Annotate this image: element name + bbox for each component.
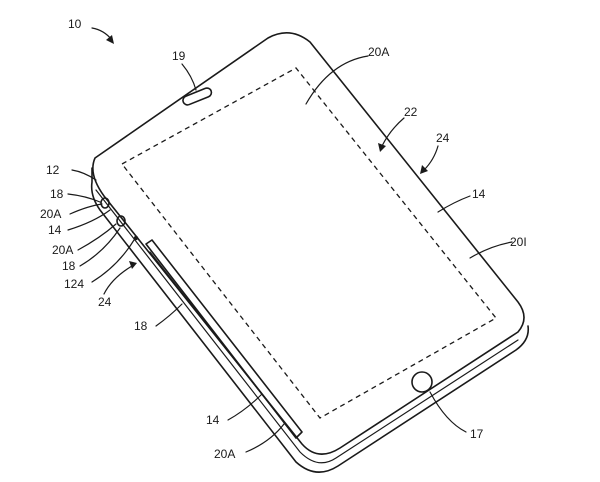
label-19: 19 <box>172 49 186 63</box>
side-component-dot <box>133 235 139 241</box>
label-18-upper: 18 <box>50 187 64 201</box>
label-14-left: 14 <box>48 223 62 237</box>
leader-24-right <box>423 145 439 171</box>
leader-12 <box>71 169 97 181</box>
leader-18-upper <box>67 193 101 203</box>
label-18-lower: 18 <box>134 319 148 333</box>
label-14-bottom: 14 <box>206 413 220 427</box>
leader-20A-top <box>305 55 369 105</box>
leader-20A-mid <box>77 223 117 251</box>
label-124: 124 <box>64 277 84 291</box>
label-24-left: 24 <box>98 295 112 309</box>
label-12: 12 <box>46 163 60 177</box>
label-20I: 20I <box>510 235 527 249</box>
leader-18-mid <box>79 227 121 267</box>
leader-20A-left <box>69 203 103 215</box>
arrowhead-24-right <box>420 165 428 174</box>
label-17: 17 <box>470 427 484 441</box>
side-button-upper <box>100 197 110 209</box>
label-20A-bottom: 20A <box>214 447 235 461</box>
leader-14-right <box>437 195 471 213</box>
arrowhead-22 <box>378 143 386 152</box>
leader-18-lower <box>155 303 183 327</box>
display-active-area <box>121 67 497 419</box>
leader-14-left <box>67 209 111 231</box>
label-20A-top: 20A <box>368 45 389 59</box>
label-14-right: 14 <box>472 187 486 201</box>
label-10: 10 <box>68 17 82 31</box>
label-22: 22 <box>404 105 418 119</box>
leader-20I <box>469 241 513 259</box>
leader-20A-bottom <box>245 423 285 453</box>
arrowhead-24-left <box>129 261 137 269</box>
leader-17 <box>429 391 467 433</box>
device-side-wall <box>90 167 530 473</box>
leader-22 <box>381 117 405 147</box>
long-side-button-inner <box>149 251 291 431</box>
side-button-lower <box>116 215 126 227</box>
leader-24-left <box>103 265 133 295</box>
device-side-edge-line <box>95 189 519 464</box>
home-button-outer <box>411 371 433 393</box>
long-side-button <box>145 239 303 439</box>
leader-19 <box>181 63 197 91</box>
label-18-mid: 18 <box>62 259 76 273</box>
leader-124 <box>91 239 135 283</box>
label-20A-mid: 20A <box>52 243 73 257</box>
arrowhead-10 <box>106 35 114 44</box>
leader-14-bottom <box>227 393 263 421</box>
receiver-slot <box>182 87 213 106</box>
label-20A-left: 20A <box>40 207 61 221</box>
label-24-right: 24 <box>436 131 450 145</box>
device-front-face <box>92 32 525 455</box>
